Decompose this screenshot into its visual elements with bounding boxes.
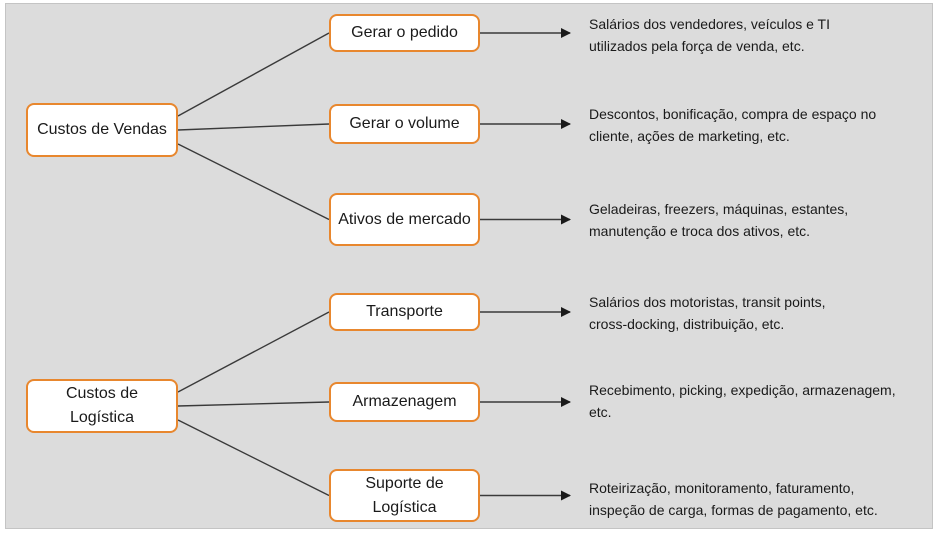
connector-line [177, 401, 330, 407]
diagram-background [5, 3, 933, 529]
item-description: Roteirização, monitoramento, faturamento… [589, 477, 878, 521]
description-line: cliente, ações de marketing, etc. [589, 128, 790, 144]
item-node-armazenagem: Armazenagem [329, 382, 480, 422]
description-line: inspeção de carga, formas de pagamento, … [589, 502, 878, 518]
item-description: Salários dos motoristas, transit points,… [589, 291, 826, 335]
item-label: Suporte de Logística [365, 474, 444, 516]
description-line: etc. [589, 404, 612, 420]
item-description: Salários dos vendedores, veículos e TI u… [589, 13, 830, 57]
item-node-suporte-de-logistica: Suporte de Logística [329, 469, 480, 522]
category-label: Custos de Vendas [37, 121, 167, 138]
item-node-gerar-o-pedido: Gerar o pedido [329, 14, 480, 52]
category-label: Custos de Logística [65, 385, 139, 426]
item-label: Transporte [366, 303, 443, 320]
item-label: Ativos de mercado [338, 210, 471, 228]
category-node-custos-de-vendas: Custos de Vendas [26, 103, 178, 157]
connector-line [177, 123, 330, 131]
description-line: Roteirização, monitoramento, faturamento… [589, 480, 855, 496]
connector-line [177, 32, 330, 117]
description-line: cross-docking, distribuição, etc. [589, 316, 785, 332]
description-line: Geladeiras, freezers, máquinas, estantes… [589, 201, 849, 217]
item-node-ativos-de-mercado: Ativos de mercado [329, 193, 480, 246]
description-line: Salários dos vendedores, veículos e TI [589, 16, 830, 32]
item-label: Armazenagem [352, 393, 457, 410]
item-description: Descontos, bonificação, compra de espaço… [589, 103, 876, 147]
item-node-gerar-o-volume: Gerar o volume [329, 104, 480, 144]
item-description: Recebimento, picking, expedição, armazen… [589, 379, 896, 423]
connector-line [177, 419, 330, 497]
description-line: Salários dos motoristas, transit points, [589, 294, 826, 310]
description-line: utilizados pela força de venda, etc. [589, 38, 805, 54]
category-node-custos-de-logistica: Custos de Logística [26, 379, 178, 433]
description-line: manutenção e troca dos ativos, etc. [589, 223, 811, 239]
item-label: Gerar o pedido [351, 24, 458, 41]
description-line: Recebimento, picking, expedição, armazen… [589, 382, 896, 398]
item-label: Gerar o volume [349, 115, 460, 132]
connector-line [177, 143, 330, 221]
description-line: Descontos, bonificação, compra de espaço… [589, 106, 877, 122]
item-description: Geladeiras, freezers, máquinas, estantes… [589, 198, 848, 242]
connector-line [177, 311, 330, 393]
item-node-transporte: Transporte [329, 293, 480, 331]
